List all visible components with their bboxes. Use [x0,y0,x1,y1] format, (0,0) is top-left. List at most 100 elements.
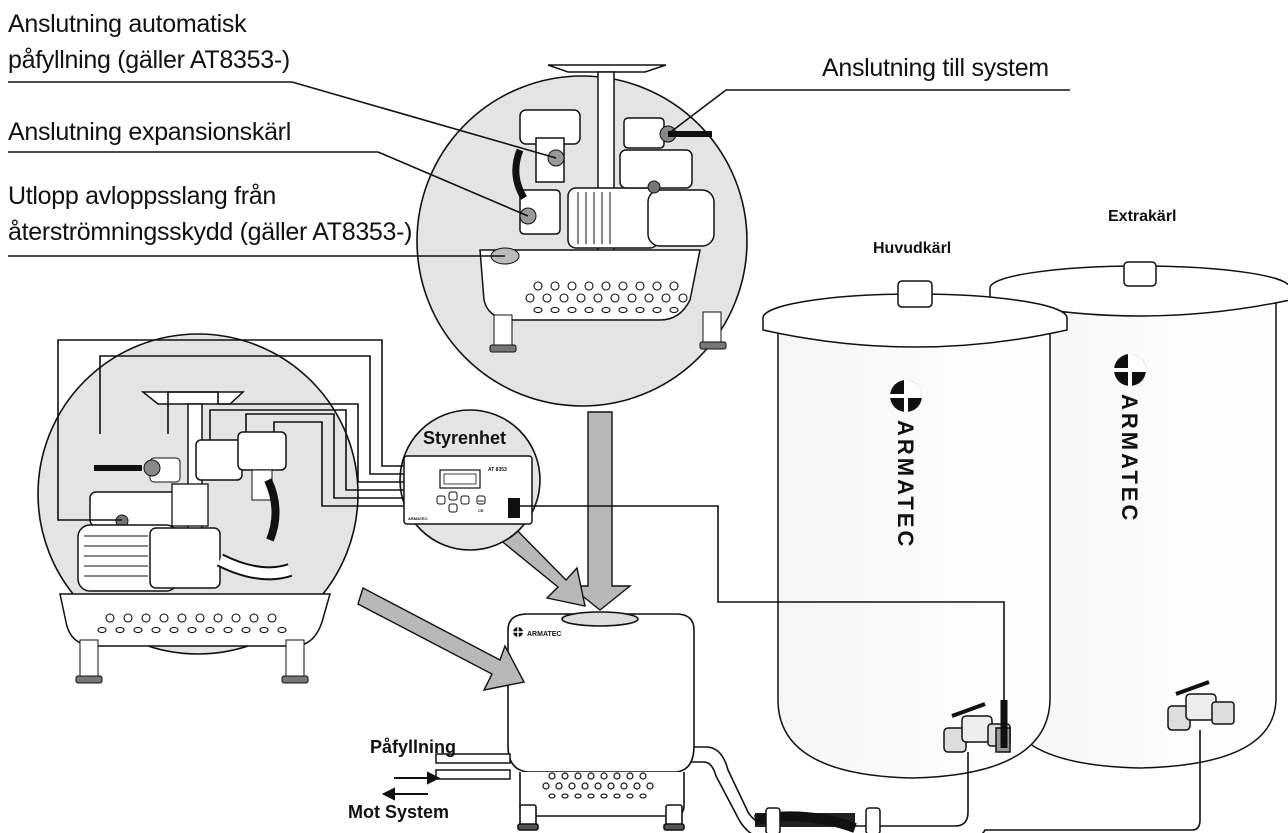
vent-hole [584,281,594,291]
vent-hole [151,626,161,634]
vent-hole [187,626,197,634]
vent-hole [267,613,277,623]
vent-hole [533,306,543,314]
vent-hole [561,772,569,780]
vent-hole [601,281,611,291]
control-unit-circle [399,409,541,551]
control-model-label: AT 8353 [488,467,507,473]
vent-hole [600,772,608,780]
vent-hole [195,613,205,623]
vent-hole [610,293,620,303]
vent-hole [652,306,662,314]
vent-hole [533,281,543,291]
callout-auto-fill-line1: Anslutning automatisk [8,10,247,38]
vent-hole [635,306,645,314]
callout-expansion: Anslutning expansionskärl [8,118,291,146]
fill-pipes [435,753,511,780]
label-filling: Påfyllning [370,737,457,757]
vent-hole [169,626,179,634]
control-brand: ARMATEC [408,516,428,521]
vent-hole [594,782,602,790]
label-extra-vessel: Extrakärl [1108,208,1177,225]
vent-hole [115,626,125,634]
left-circle-vent-holes [97,613,287,634]
callout-leaders [8,81,1070,257]
unit-logo [513,627,523,637]
vent-hole [159,613,169,623]
control-ce-mark: CE [478,508,484,513]
vent-hole [626,793,634,799]
vent-hole [661,293,671,303]
callout-auto-fill-line2: påfyllning (gäller AT8353-) [8,46,290,74]
vent-hole [567,306,577,314]
vent-hole [550,281,560,291]
extra-vessel [989,261,1288,769]
vent-hole [542,293,552,303]
control-esc-key: ESC [478,499,485,503]
vent-hole [601,306,611,314]
hose-couplings [765,807,881,833]
label-to-system: Mot System [348,802,450,822]
label-control-unit: Styrenhet [423,428,507,448]
vent-hole [669,281,679,291]
label-main-vessel: Huvudkärl [873,240,952,257]
main-vessel-brand: ARMATEC [893,420,918,549]
flow-arrows [381,771,441,801]
vent-hole [613,793,621,799]
vent-hole [626,772,634,780]
vent-hole [141,613,151,623]
vent-hole [587,793,595,799]
vent-hole [205,626,215,634]
vent-hole [105,613,115,623]
wiring [57,339,1005,744]
callout-drain-line1: Utlopp avloppsslang från [8,182,276,210]
vent-hole [646,782,654,790]
unit-vent-holes [542,772,654,799]
main-vessel [762,280,1068,779]
extra-vessel-logo [1114,354,1146,386]
vent-hole [548,793,556,799]
vent-hole [555,782,563,790]
callout-system: Anslutning till system [822,54,1049,82]
vent-hole [639,793,647,799]
vent-hole [97,626,107,634]
vent-hole [542,782,550,790]
vent-hole [576,293,586,303]
vent-hole [600,793,608,799]
vent-hole [593,293,603,303]
vent-hole [620,782,628,790]
vent-hole [669,306,679,314]
vent-hole [277,626,287,634]
vent-hole [627,293,637,303]
vent-hole [177,613,187,623]
vent-hole [587,772,595,780]
vent-hole [241,626,251,634]
top-detail-circle [416,64,748,407]
vent-hole [213,613,223,623]
vent-hole [652,281,662,291]
vent-hole [618,306,628,314]
vent-hole [525,293,535,303]
vent-hole [133,626,143,634]
vent-hole [123,613,133,623]
extra-vessel-brand: ARMATEC [1117,394,1142,523]
vent-hole [561,793,569,799]
vent-hole [678,293,688,303]
vent-hole [639,772,647,780]
vent-hole [259,626,269,634]
vent-hole [574,793,582,799]
vent-hole [548,772,556,780]
vent-hole [618,281,628,291]
vent-hole [223,626,233,634]
vent-hole [231,613,241,623]
main-vessel-logo [890,380,922,412]
unit-brand: ARMATEC [527,631,561,638]
vent-hole [633,782,641,790]
left-detail-circle [37,333,359,684]
vent-hole [581,782,589,790]
vent-hole [574,772,582,780]
arrow-top-to-unit [568,411,632,611]
vent-hole [568,782,576,790]
